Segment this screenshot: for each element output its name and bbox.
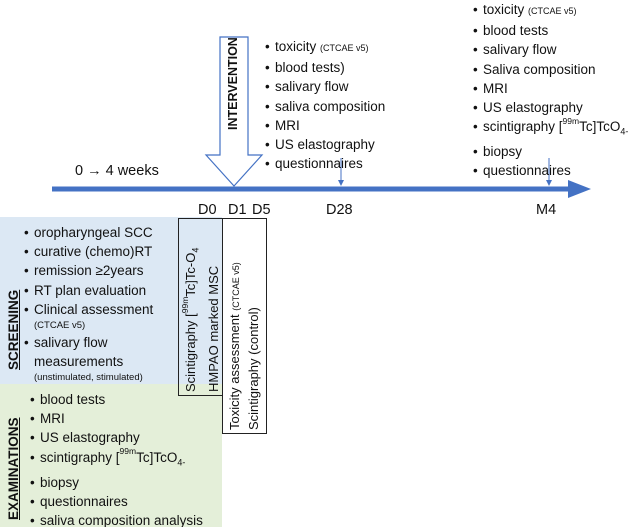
examinations-list: blood tests MRI US elastography scintigr… xyxy=(30,390,203,527)
m4-examinations-list: toxicity (CTCAE v5) blood tests salivary… xyxy=(473,0,628,181)
list-item-continuation: measurements xyxy=(34,354,124,370)
list-item: Clinical assessment xyxy=(24,300,153,319)
day-label-m4: M4 xyxy=(536,202,557,218)
list-item: Saliva composition xyxy=(473,60,628,79)
m4-tick-head xyxy=(546,180,552,186)
d0-box-line1: Scintigraphy [99mTc]Tc-O4 xyxy=(179,247,201,392)
list-item: biopsy xyxy=(30,473,203,492)
list-item: curative (chemo)RT xyxy=(24,242,153,261)
d1-box-text: Toxicity assessment (CTCAE v5) Scintigra… xyxy=(226,262,262,430)
d1-box-line2: Scintigraphy (control) xyxy=(246,307,261,430)
list-item: blood tests xyxy=(30,390,203,409)
timeline-arrow-head xyxy=(568,180,591,198)
list-item: toxicity (CTCAE v5) xyxy=(473,0,628,21)
list-item: biopsy xyxy=(473,142,628,161)
list-item: saliva composition analysis xyxy=(30,511,203,527)
list-item-note: (unstimulated, stimulated) xyxy=(34,372,143,384)
list-item-note: (CTCAE v5) xyxy=(34,320,86,332)
list-item: MRI xyxy=(30,409,203,428)
list-item: scintigraphy [99mTc]TcO4- xyxy=(30,447,203,473)
d28-examinations-list: toxicity (CTCAE v5) blood tests) salivar… xyxy=(265,37,385,174)
screening-title: SCREENING xyxy=(6,289,21,370)
intervention-arrow xyxy=(204,36,264,187)
d0-box-line2: HMPAO marked MSC xyxy=(205,265,221,392)
list-item: scintigraphy [99mTc]TcO4- xyxy=(473,116,628,142)
d1-box xyxy=(222,218,267,434)
list-item: salivary flow xyxy=(24,333,153,352)
list-item: toxicity (CTCAE v5) xyxy=(265,37,385,58)
list-item: MRI xyxy=(473,79,628,98)
list-item: questionnaires xyxy=(473,161,628,180)
screening-list: oropharyngeal SCC curative (chemo)RT rem… xyxy=(24,223,153,385)
d1-box-line1: Toxicity assessment (CTCAE v5) xyxy=(227,262,242,430)
examinations-title: EXAMINATIONS xyxy=(6,417,21,520)
list-item: salivary flow xyxy=(473,40,628,59)
list-item: remission ≥2years xyxy=(24,261,153,280)
list-item: saliva composition xyxy=(265,97,385,116)
list-item: US elastography xyxy=(473,98,628,117)
d28-tick-head xyxy=(338,180,344,186)
list-item: blood tests xyxy=(473,21,628,40)
day-label-d0: D0 xyxy=(198,202,217,218)
day-label-d28: D28 xyxy=(326,202,353,218)
list-item: questionnaires xyxy=(30,492,203,511)
day-label-d5: D5 xyxy=(252,202,271,218)
list-item: salivary flow xyxy=(265,77,385,96)
list-item: questionnaires xyxy=(265,154,385,173)
list-item: MRI xyxy=(265,116,385,135)
list-item: oropharyngeal SCC xyxy=(24,223,153,242)
list-item: RT plan evaluation xyxy=(24,281,153,300)
d0-box-text: Scintigraphy [99mTc]Tc-O4 HMPAO marked M… xyxy=(179,247,222,392)
period-label: 0 → 4 weeks xyxy=(75,163,159,179)
intervention-label: INTERVENTION xyxy=(226,37,240,130)
list-item: blood tests) xyxy=(265,58,385,77)
list-item: US elastography xyxy=(30,428,203,447)
day-label-d1: D1 xyxy=(228,202,247,218)
list-item: US elastography xyxy=(265,135,385,154)
